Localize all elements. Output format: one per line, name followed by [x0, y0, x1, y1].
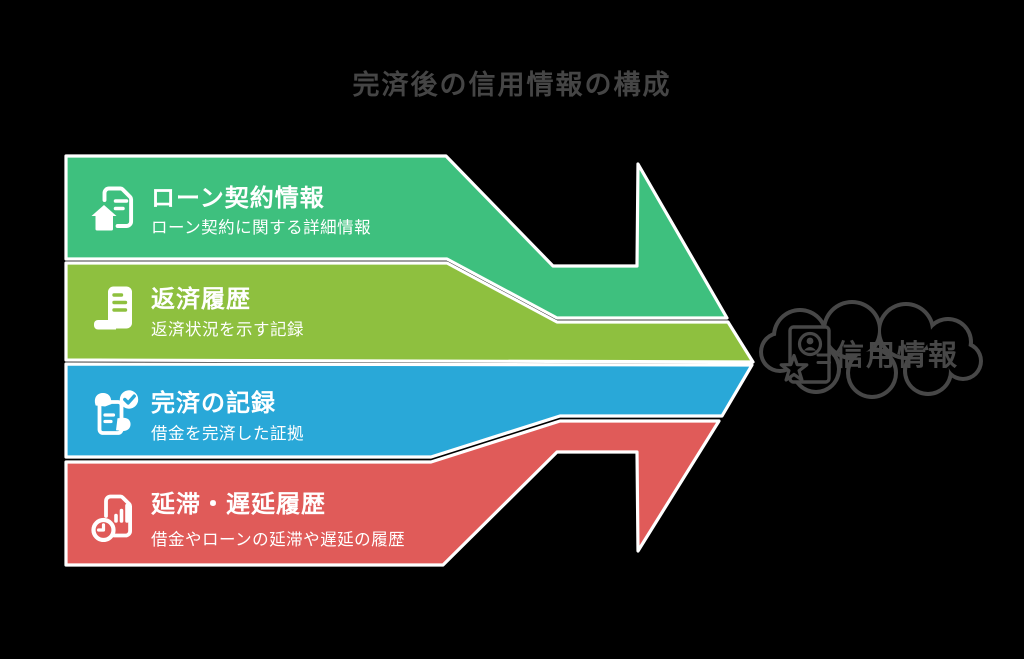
page-title: 完済後の信用情報の構成 — [352, 70, 672, 100]
band-title-payoff-record: 完済の記録 — [151, 390, 276, 417]
arrow-band-delinquency-history — [64, 419, 721, 567]
band-title-loan-contract: ローン契約情報 — [151, 185, 325, 212]
band-subtitle-loan-contract: ローン契約に関する詳細情報 — [151, 219, 372, 237]
document-chart-clock-icon — [91, 494, 132, 542]
arrow-band-payoff-record — [64, 362, 754, 459]
credit-info-cloud — [759, 300, 983, 399]
band-title-delinquency-history: 延滞・遅延履歴 — [151, 491, 326, 518]
receipt-icon — [94, 286, 132, 330]
band-title-repayment-history: 返済履歴 — [151, 286, 251, 313]
band-subtitle-repayment-history: 返済状況を示す記録 — [151, 321, 304, 339]
cloud-interior — [763, 304, 979, 395]
home-loan-document-icon — [91, 186, 134, 231]
checklist-hands-check-icon — [94, 390, 139, 435]
band-subtitle-payoff-record: 借金を完済した証拠 — [151, 425, 304, 443]
arrow-band-loan-contract — [64, 154, 729, 320]
id-card-star-icon — [779, 325, 831, 384]
arrow-band-repayment-history — [64, 261, 755, 364]
band-subtitle-delinquency-history: 借金やローンの延滞や遅延の履歴 — [151, 531, 406, 549]
credit-info-label: 信用情報 — [835, 340, 960, 372]
